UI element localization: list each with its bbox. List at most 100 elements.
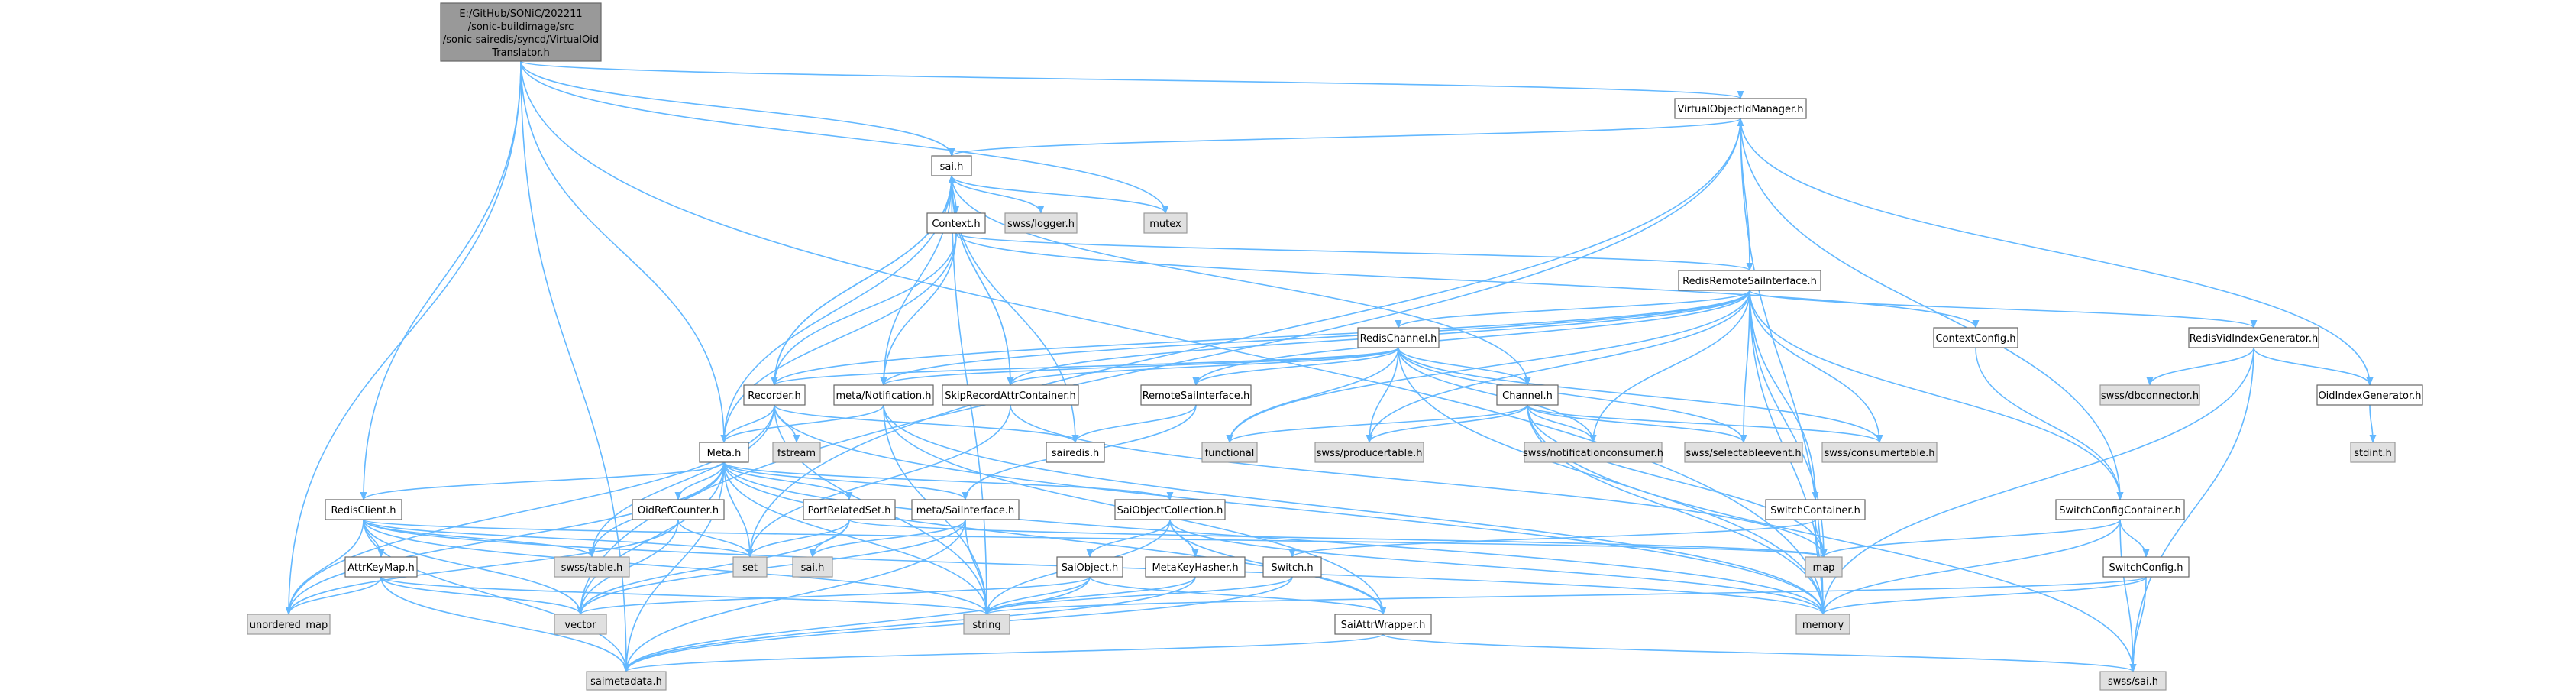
node-metakeyhasher[interactable]: MetaKeyHasher.h (1145, 556, 1246, 578)
node-switchconfigcontainer[interactable]: SwitchConfigContainer.h (2055, 499, 2185, 520)
node-unorderedmap[interactable]: unordered_map (247, 614, 331, 635)
node-saiattrwrapper[interactable]: SaiAttrWrapper.h (1334, 614, 1432, 635)
node-fstream[interactable]: fstream (772, 442, 821, 463)
edge-redischannel-to-swssnotificationconsumer (1398, 347, 1597, 444)
edge-redisclient-to-set (363, 519, 754, 559)
edge-redischannel-to-remotesaiinterface (1192, 347, 1399, 387)
node-memory[interactable]: memory (1795, 614, 1850, 635)
svg-text:mutex: mutex (1149, 219, 1181, 230)
svg-text:swss/table.h: swss/table.h (561, 562, 623, 574)
node-swssnotificationconsumer[interactable]: swss/notificationconsumer.h (1523, 442, 1663, 463)
svg-text:RedisRemoteSaiInterface.h: RedisRemoteSaiInterface.h (1682, 276, 1817, 287)
node-contextconfig[interactable]: ContextConfig.h (1933, 327, 2018, 348)
edge-meta-to-saiobjectcollection (723, 461, 1174, 501)
node-swsssai[interactable]: swss/sai.h (2099, 671, 2167, 691)
node-redischannel[interactable]: RedisChannel.h (1357, 327, 1440, 348)
edge-root-to-mutex (520, 60, 1169, 215)
edge-redischannel-to-skiprecordattrcontainer (1007, 347, 1399, 387)
node-saiobject[interactable]: SaiObject.h (1056, 556, 1123, 578)
svg-text:RedisChannel.h: RedisChannel.h (1360, 333, 1437, 345)
svg-text:RemoteSaiInterface.h: RemoteSaiInterface.h (1143, 390, 1250, 402)
node-switchconfig[interactable]: SwitchConfig.h (2102, 556, 2190, 578)
svg-text:OidRefCounter.h: OidRefCounter.h (638, 505, 719, 517)
svg-text:swss/dbconnector.h: swss/dbconnector.h (2101, 390, 2199, 402)
node-saiobjectcollection[interactable]: SaiObjectCollection.h (1114, 499, 1226, 520)
node-saimetadata[interactable]: saimetadata.h (586, 671, 667, 691)
node-metanotification[interactable]: meta/Notification.h (833, 384, 934, 406)
node-swssconsumertable[interactable]: swss/consumertable.h (1821, 442, 1938, 463)
edge-saiattrwrapper-to-swsssai (1382, 633, 2137, 673)
svg-text:vector: vector (564, 620, 596, 631)
edge-redisremotesaiinterface-to-redisvidindexgenerator (1749, 290, 2258, 329)
node-redisvidindexgenerator[interactable]: RedisVidIndexGenerator.h (2188, 327, 2319, 348)
node-saih2[interactable]: sai.h (792, 556, 833, 578)
edge-redisvidindexgenerator-to-memory (1819, 347, 2254, 616)
node-redisclient[interactable]: RedisClient.h (325, 499, 402, 520)
edge-switchconfig-to-swsssai (2129, 576, 2147, 673)
svg-text:stdint.h: stdint.h (2354, 448, 2391, 459)
edge-switch-to-saimetadata (622, 576, 1293, 673)
svg-text:swss/logger.h: swss/logger.h (1007, 219, 1075, 230)
root-file-line-3: /sonic-sairedis/syncd/VirtualOid (443, 34, 599, 46)
edge-saiobject-to-saimetadata (622, 576, 1091, 673)
node-swssselectableevent[interactable]: swss/selectableevent.h (1684, 442, 1803, 463)
edge-switchconfigcontainer-to-map (1820, 519, 2121, 559)
node-switchcontainer[interactable]: SwitchContainer.h (1765, 499, 1866, 520)
node-functional[interactable]: functional (1201, 442, 1258, 463)
edge-sai-to-swsslogger (951, 175, 1045, 215)
edge-sai-to-metanotification (880, 175, 952, 387)
node-sai[interactable]: sai.h (931, 155, 972, 176)
node-remotesaiinterface[interactable]: RemoteSaiInterface.h (1140, 384, 1252, 406)
node-switch[interactable]: Switch.h (1262, 556, 1322, 578)
node-sairedis[interactable]: sairedis.h (1046, 442, 1105, 463)
edge-channel-to-swssproducertable (1366, 404, 1528, 444)
node-oidindexgenerator[interactable]: OidIndexGenerator.h (2316, 384, 2423, 406)
node-string[interactable]: string (963, 614, 1010, 635)
node-attrkeymap[interactable]: AttrKeyMap.h (344, 556, 418, 578)
svg-text:MetaKeyHasher.h: MetaKeyHasher.h (1152, 562, 1238, 574)
node-meta[interactable]: Meta.h (699, 442, 749, 463)
svg-text:OidIndexGenerator.h: OidIndexGenerator.h (2318, 390, 2421, 402)
node-swsstable[interactable]: swss/table.h (554, 556, 630, 578)
edge-redisvidindexgenerator-to-swsssai (2129, 347, 2254, 673)
edge-channel-to-swssconsumertable (1527, 404, 1883, 444)
edge-metasaiinterface-to-saimetadata (622, 519, 966, 673)
node-redisremotesaiinterface[interactable]: RedisRemoteSaiInterface.h (1678, 270, 1821, 291)
edge-sai-to-mutex (951, 175, 1169, 215)
node-swsslogger[interactable]: swss/logger.h (1004, 212, 1078, 234)
node-skiprecordattrcontainer[interactable]: SkipRecordAttrContainer.h (942, 384, 1079, 406)
node-vector[interactable]: vector (554, 614, 607, 635)
svg-text:AttrKeyMap.h: AttrKeyMap.h (347, 562, 415, 574)
node-recorder[interactable]: Recorder.h (743, 384, 806, 406)
edge-redisremotesaiinterface-to-swssselectableevent (1740, 290, 1750, 444)
svg-text:Context.h: Context.h (932, 219, 980, 230)
edge-virtualobjectidmanager-to-oidindexgenerator (1740, 118, 2374, 387)
root-file-line-2: /sonic-buildimage/src (468, 21, 574, 33)
node-stdint[interactable]: stdint.h (2350, 442, 2396, 463)
edge-root-to-meta (520, 60, 728, 444)
node-swssdbconnector[interactable]: swss/dbconnector.h (2099, 384, 2200, 406)
node-swssproducertable[interactable]: swss/producertable.h (1314, 442, 1424, 463)
edge-redisremotesaiinterface-to-functional (1226, 290, 1750, 444)
node-set[interactable]: set (732, 556, 768, 578)
edge-redisclient-to-vector (363, 519, 584, 616)
node-virtualobjectidmanager[interactable]: VirtualObjectIdManager.h (1674, 98, 1807, 119)
svg-text:ContextConfig.h: ContextConfig.h (1935, 333, 2015, 345)
node-context[interactable]: Context.h (926, 212, 986, 234)
node-map[interactable]: map (1805, 556, 1843, 578)
edge-switchconfigcontainer-to-switchconfig (2119, 519, 2150, 559)
node-metasaiinterface[interactable]: meta/SaiInterface.h (911, 499, 1020, 520)
edge-oidindexgenerator-to-stdint (2369, 404, 2377, 444)
edge-redisremotesaiinterface-to-swssnotificationconsumer (1589, 290, 1750, 444)
node-portrelatedset[interactable]: PortRelatedSet.h (803, 499, 896, 520)
edge-channel-to-map (1527, 404, 1828, 559)
edge-redisremotesaiinterface-to-remotesaiinterface (1192, 290, 1750, 387)
node-channel[interactable]: Channel.h (1496, 384, 1559, 406)
svg-text:saimetadata.h: saimetadata.h (590, 676, 662, 688)
svg-text:sai.h: sai.h (940, 161, 964, 173)
node-oidrefcounter[interactable]: OidRefCounter.h (632, 499, 725, 520)
root-file-node[interactable]: E:/GitHub/SONiC/202211 /sonic-buildimage… (440, 2, 602, 62)
node-mutex[interactable]: mutex (1143, 212, 1188, 234)
edge-root-to-sai (520, 60, 955, 157)
edge-context-to-recorder (771, 232, 957, 387)
